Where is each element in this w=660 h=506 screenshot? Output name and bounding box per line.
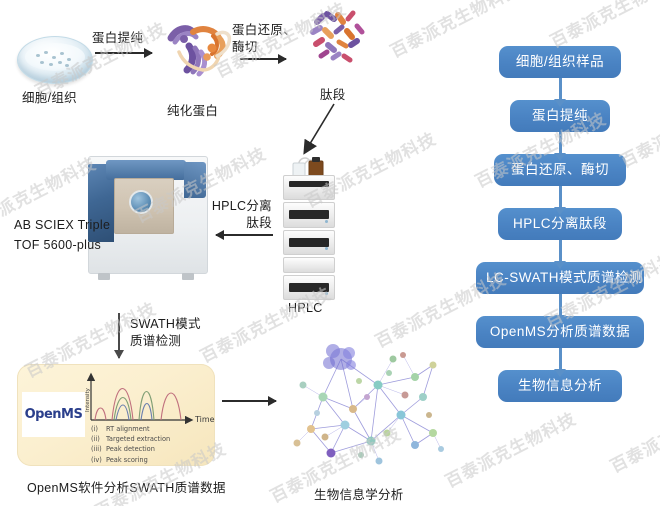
openms-logo: OpenMS	[22, 392, 85, 437]
reduction-label-line1: 蛋白还原、	[232, 23, 297, 37]
flow-connector-3	[554, 186, 566, 215]
flow-step-4[interactable]: HPLC分离肽段	[498, 208, 622, 240]
flow-step-1[interactable]: 细胞/组织样品	[499, 46, 621, 78]
step-text: Peak scoring	[106, 455, 148, 464]
watermark-text: 百泰派克生物科技	[607, 394, 660, 478]
reduction-digestion-arrow-label: 蛋白还原、 酶切	[232, 22, 304, 56]
peptide-label: 肽段	[320, 88, 346, 102]
step-number: (iv)	[91, 455, 102, 464]
step-number: (iii)	[91, 445, 102, 454]
petri-dish-icon	[17, 36, 93, 84]
swath-label-line2: 质谱检测	[130, 334, 182, 348]
sample-label: 细胞/组织	[22, 91, 77, 105]
watermark-text: 百泰派克生物科技	[442, 409, 580, 493]
protein-extraction-arrow-label: 蛋白提纯	[92, 31, 144, 45]
protein-ribbon-icon	[163, 12, 241, 89]
ms-label-line1: AB SCIEX Triple	[14, 218, 111, 232]
hplc-label-line2: 肽段	[246, 216, 272, 230]
flow-connector-6	[554, 348, 566, 377]
arrow-protein-to-peptide	[240, 54, 287, 63]
chart-x-axis-label: Time	[195, 415, 215, 424]
flow-step-7[interactable]: 生物信息分析	[498, 370, 622, 402]
openms-analysis-panel: OpenMS Intensity Time	[17, 364, 215, 466]
openms-logo-text: OpenMS	[24, 407, 83, 422]
chart-y-axis-label: Intensity	[85, 388, 91, 412]
peptide-structure-icon	[303, 10, 373, 77]
arrow-peptide-to-hplc	[303, 103, 335, 155]
openms-steps-list: (i)RT alignment (ii)Targeted extraction …	[91, 424, 170, 465]
flow-connector-1	[554, 78, 566, 107]
flow-connector-5	[554, 294, 566, 323]
arrow-hplc-to-massspec	[215, 230, 273, 239]
step-text: Peak detection	[106, 445, 155, 454]
openms-step-item: (iv) Peak scoring	[91, 455, 170, 465]
hplc-instrument-icon	[283, 157, 335, 301]
process-flowchart: 细胞/组织样品 蛋白提纯 蛋白还原、酶切 HPLC分离肽段 LC-SWATH模式…	[470, 46, 650, 402]
chromatogram-chart: Intensity Time	[79, 370, 215, 431]
flow-connector-2	[554, 132, 566, 161]
step-number: (i)	[91, 425, 98, 433]
purified-protein-label: 纯化蛋白	[167, 104, 219, 118]
swath-detection-arrow-label: SWATH模式 质谱检测	[130, 316, 204, 350]
step-text: RT alignment	[106, 425, 150, 433]
hplc-label: HPLC	[288, 301, 323, 315]
arrow-openms-to-network	[222, 396, 277, 405]
step-text: Targeted extraction	[106, 435, 171, 444]
step-number: (ii)	[91, 435, 100, 444]
hplc-label-line1: HPLC分离	[211, 199, 272, 213]
network-caption: 生物信息学分析	[314, 488, 404, 502]
openms-caption: OpenMS软件分析SWATH质谱数据	[27, 481, 226, 495]
arrow-sample-to-protein	[95, 48, 153, 57]
openms-step-item: (iii) Peak detection	[91, 444, 170, 454]
watermark-text: 百泰派克生物科技	[547, 0, 660, 53]
mass-spectrometer-label: AB SCIEX Triple TOF 5600-plus	[14, 215, 134, 255]
flow-connector-4	[554, 240, 566, 269]
ms-label-line2: TOF 5600-plus	[14, 238, 102, 252]
protein-network-icon	[283, 337, 448, 477]
openms-step-item: (ii) Targeted extraction	[91, 434, 170, 444]
reduction-label-line2: 酶切	[232, 40, 258, 54]
mass-spectrometer-icon	[88, 156, 208, 280]
hplc-separation-arrow-label: HPLC分离 肽段	[206, 198, 272, 232]
openms-step-item: (i) RT alignment	[91, 424, 170, 434]
arrow-massspec-to-openms	[114, 313, 123, 359]
swath-label-line1: SWATH模式	[130, 317, 201, 331]
